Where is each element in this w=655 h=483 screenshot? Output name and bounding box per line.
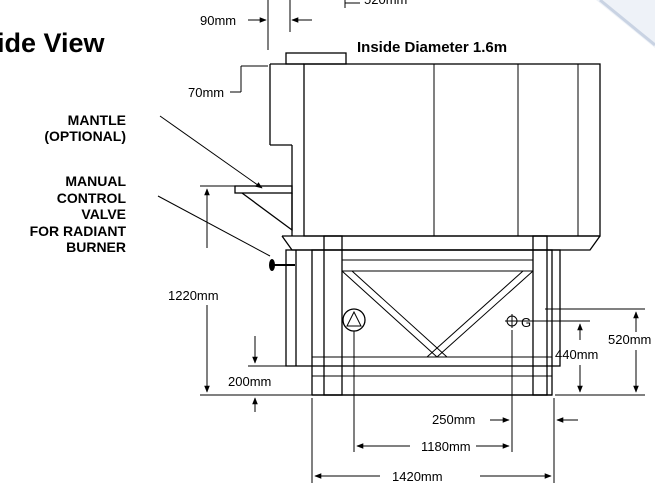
dim-520-group: 520mm [545,308,651,396]
mantle-label-line1: MANTLE [68,112,126,128]
dim-440mm: 440mm [555,347,598,362]
dim-520mm: 520mm [608,332,651,347]
valve-label-line3: VALVE [81,206,126,222]
svg-text:G: G [521,315,531,330]
dim-1220-group: 1220mm [168,185,312,396]
mantle-callout: MANTLE (OPTIONAL) [44,112,126,144]
dim-250-group: 250mm [432,330,578,428]
corner-watermark [596,0,655,48]
valve-label-line1: MANUAL [65,173,126,189]
dim-1220mm: 1220mm [168,288,219,303]
tank-body [269,63,601,251]
page-title: ide View [0,28,106,58]
dim-250mm: 250mm [432,412,475,427]
dim-440-group: 440mm [519,320,598,393]
dim-top-520mm: 520mm [364,0,407,7]
valve-label-line5: BURNER [66,239,126,255]
mantle-label-line2: (OPTIONAL) [44,128,126,144]
inside-diameter-label: Inside Diameter 1.6m [357,39,507,56]
mantle-shelf [159,115,293,232]
dim-1420mm: 1420mm [392,469,443,483]
valve-label-line4: FOR RADIANT [30,223,127,239]
dim-1420-group: 1420mm [311,398,555,483]
dim-1180mm: 1180mm [421,439,471,454]
burner-symbol [342,308,366,332]
centre-of-gravity-symbol: G [505,314,531,330]
corner-watermark-edge [599,0,655,47]
valve-symbol [157,195,295,271]
dim-200mm: 200mm [228,374,271,389]
top-dimension-group: 90mm 520mm [200,0,407,50]
base-frame [285,235,561,396]
dim-90mm: 90mm [200,13,236,28]
dim-70-group: 70mm [188,65,268,100]
dim-70mm: 70mm [188,85,224,100]
top-collar [285,52,347,65]
valve-label-line2: CONTROL [57,190,127,206]
dim-1180-group: 1180mm [353,331,513,454]
valve-callout: MANUAL CONTROL VALVE FOR RADIANT BURNER [30,173,127,255]
dim-200-group: 200mm [228,336,312,412]
